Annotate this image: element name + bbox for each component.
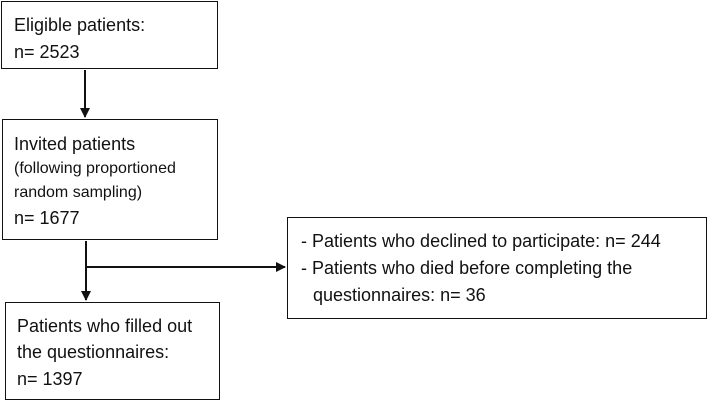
invited-label: Invited patients xyxy=(14,134,136,154)
completed-label-line2: the questionnaires: xyxy=(17,342,170,362)
invited-count: n= 1677 xyxy=(14,208,80,228)
eligible-count: n= 2523 xyxy=(14,42,80,62)
excluded-declined: - Patients who declined to participate: … xyxy=(301,231,661,251)
invited-patients-box: Invited patients (following proportioned… xyxy=(2,119,218,240)
completed-count: n= 1397 xyxy=(17,369,83,389)
invited-note-line2: random sampling) xyxy=(14,184,143,201)
completed-label-line1: Patients who filled out xyxy=(17,316,193,336)
excluded-died-line2: questionnaires: n= 36 xyxy=(313,285,486,305)
invited-note-line1: (following proportioned xyxy=(14,160,176,177)
eligible-label: Eligible patients: xyxy=(14,15,146,35)
completed-patients-box: Patients who filled out the questionnair… xyxy=(5,302,220,400)
excluded-died-line1: - Patients who died before completing th… xyxy=(301,258,633,278)
eligible-patients-box: Eligible patients: n= 2523 xyxy=(1,1,218,69)
excluded-patients-box: - Patients who declined to participate: … xyxy=(287,217,707,319)
